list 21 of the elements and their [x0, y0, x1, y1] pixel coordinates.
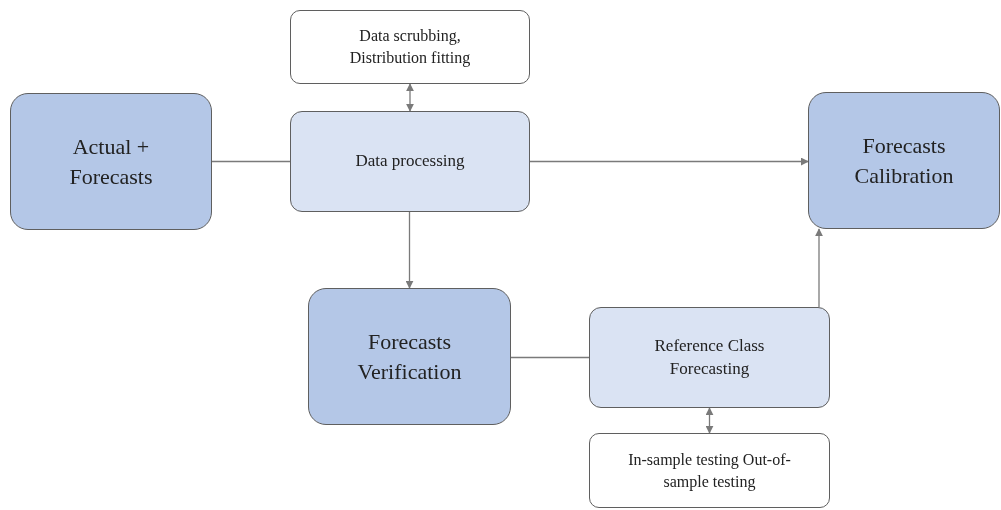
process-box [589, 433, 830, 508]
box-label: Forecasts Calibration [853, 131, 955, 190]
box-label: Actual + Forecasts [68, 132, 154, 191]
connector-line [211, 160, 291, 163]
arrow [529, 157, 809, 166]
box-label: In-sample testing Out-of-sample testing [627, 449, 792, 493]
arrow [406, 83, 414, 112]
arrow [405, 211, 414, 289]
process-box [290, 10, 530, 84]
box-label: Forecasts Verification [356, 327, 463, 386]
arrow [705, 407, 714, 434]
box-label: Reference Class Forecasting [653, 334, 766, 380]
arrow [815, 228, 823, 308]
process-box [290, 111, 530, 212]
process-box [308, 288, 511, 425]
box-label: Data processing [355, 150, 465, 173]
process-box [808, 92, 1000, 229]
connector-line [510, 356, 590, 359]
process-box [589, 307, 830, 408]
process-box [10, 93, 212, 230]
box-label: Data scrubbing, Distribution fitting [348, 26, 472, 69]
